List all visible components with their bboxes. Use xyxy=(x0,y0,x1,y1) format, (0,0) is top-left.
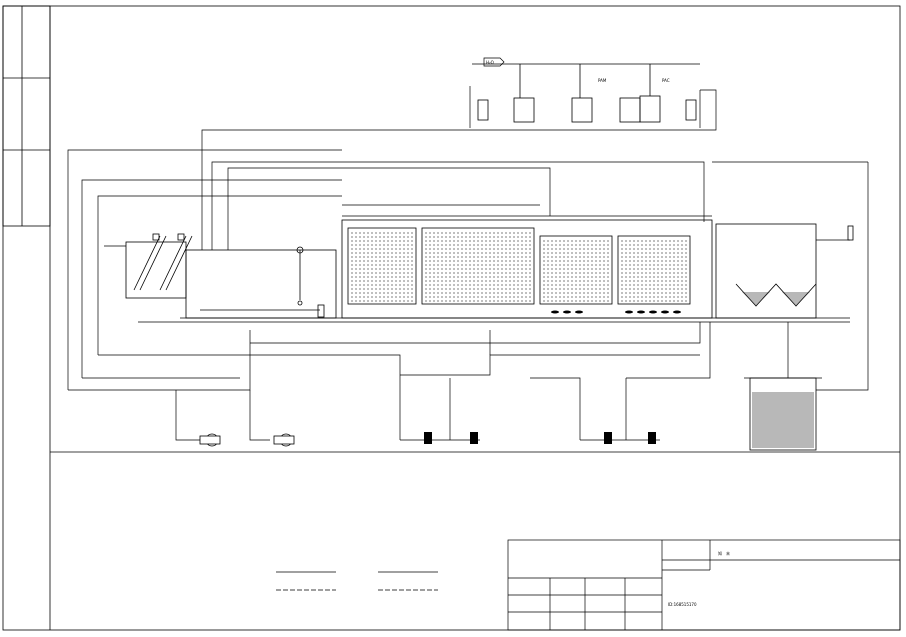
pipe-network xyxy=(67,86,869,441)
pac-label: PAC xyxy=(662,78,670,83)
inlet-tag-label: H₂O xyxy=(486,60,494,65)
legend xyxy=(276,571,438,591)
pumps xyxy=(424,432,656,444)
sludge-hopper xyxy=(742,292,810,306)
membrane-fill xyxy=(351,232,687,302)
dosing-tanks xyxy=(472,63,700,123)
sludge-tank xyxy=(744,377,822,451)
inlet-tag: H₂O xyxy=(483,57,505,67)
watermark-brand: 知末 xyxy=(718,550,734,556)
diffusers xyxy=(551,310,681,314)
sedimentation-tank xyxy=(715,223,854,319)
blowers xyxy=(199,433,295,447)
membrane-tanks xyxy=(341,215,713,319)
bar-screen xyxy=(104,233,193,299)
watermark-id: ID:168515170 xyxy=(668,602,697,607)
drawing-frame xyxy=(2,5,901,631)
sludge-contents xyxy=(752,392,814,448)
ground-line xyxy=(138,317,850,323)
title-block xyxy=(507,539,901,631)
pam-label: PAM xyxy=(598,78,607,83)
equalization-tank xyxy=(185,246,337,319)
